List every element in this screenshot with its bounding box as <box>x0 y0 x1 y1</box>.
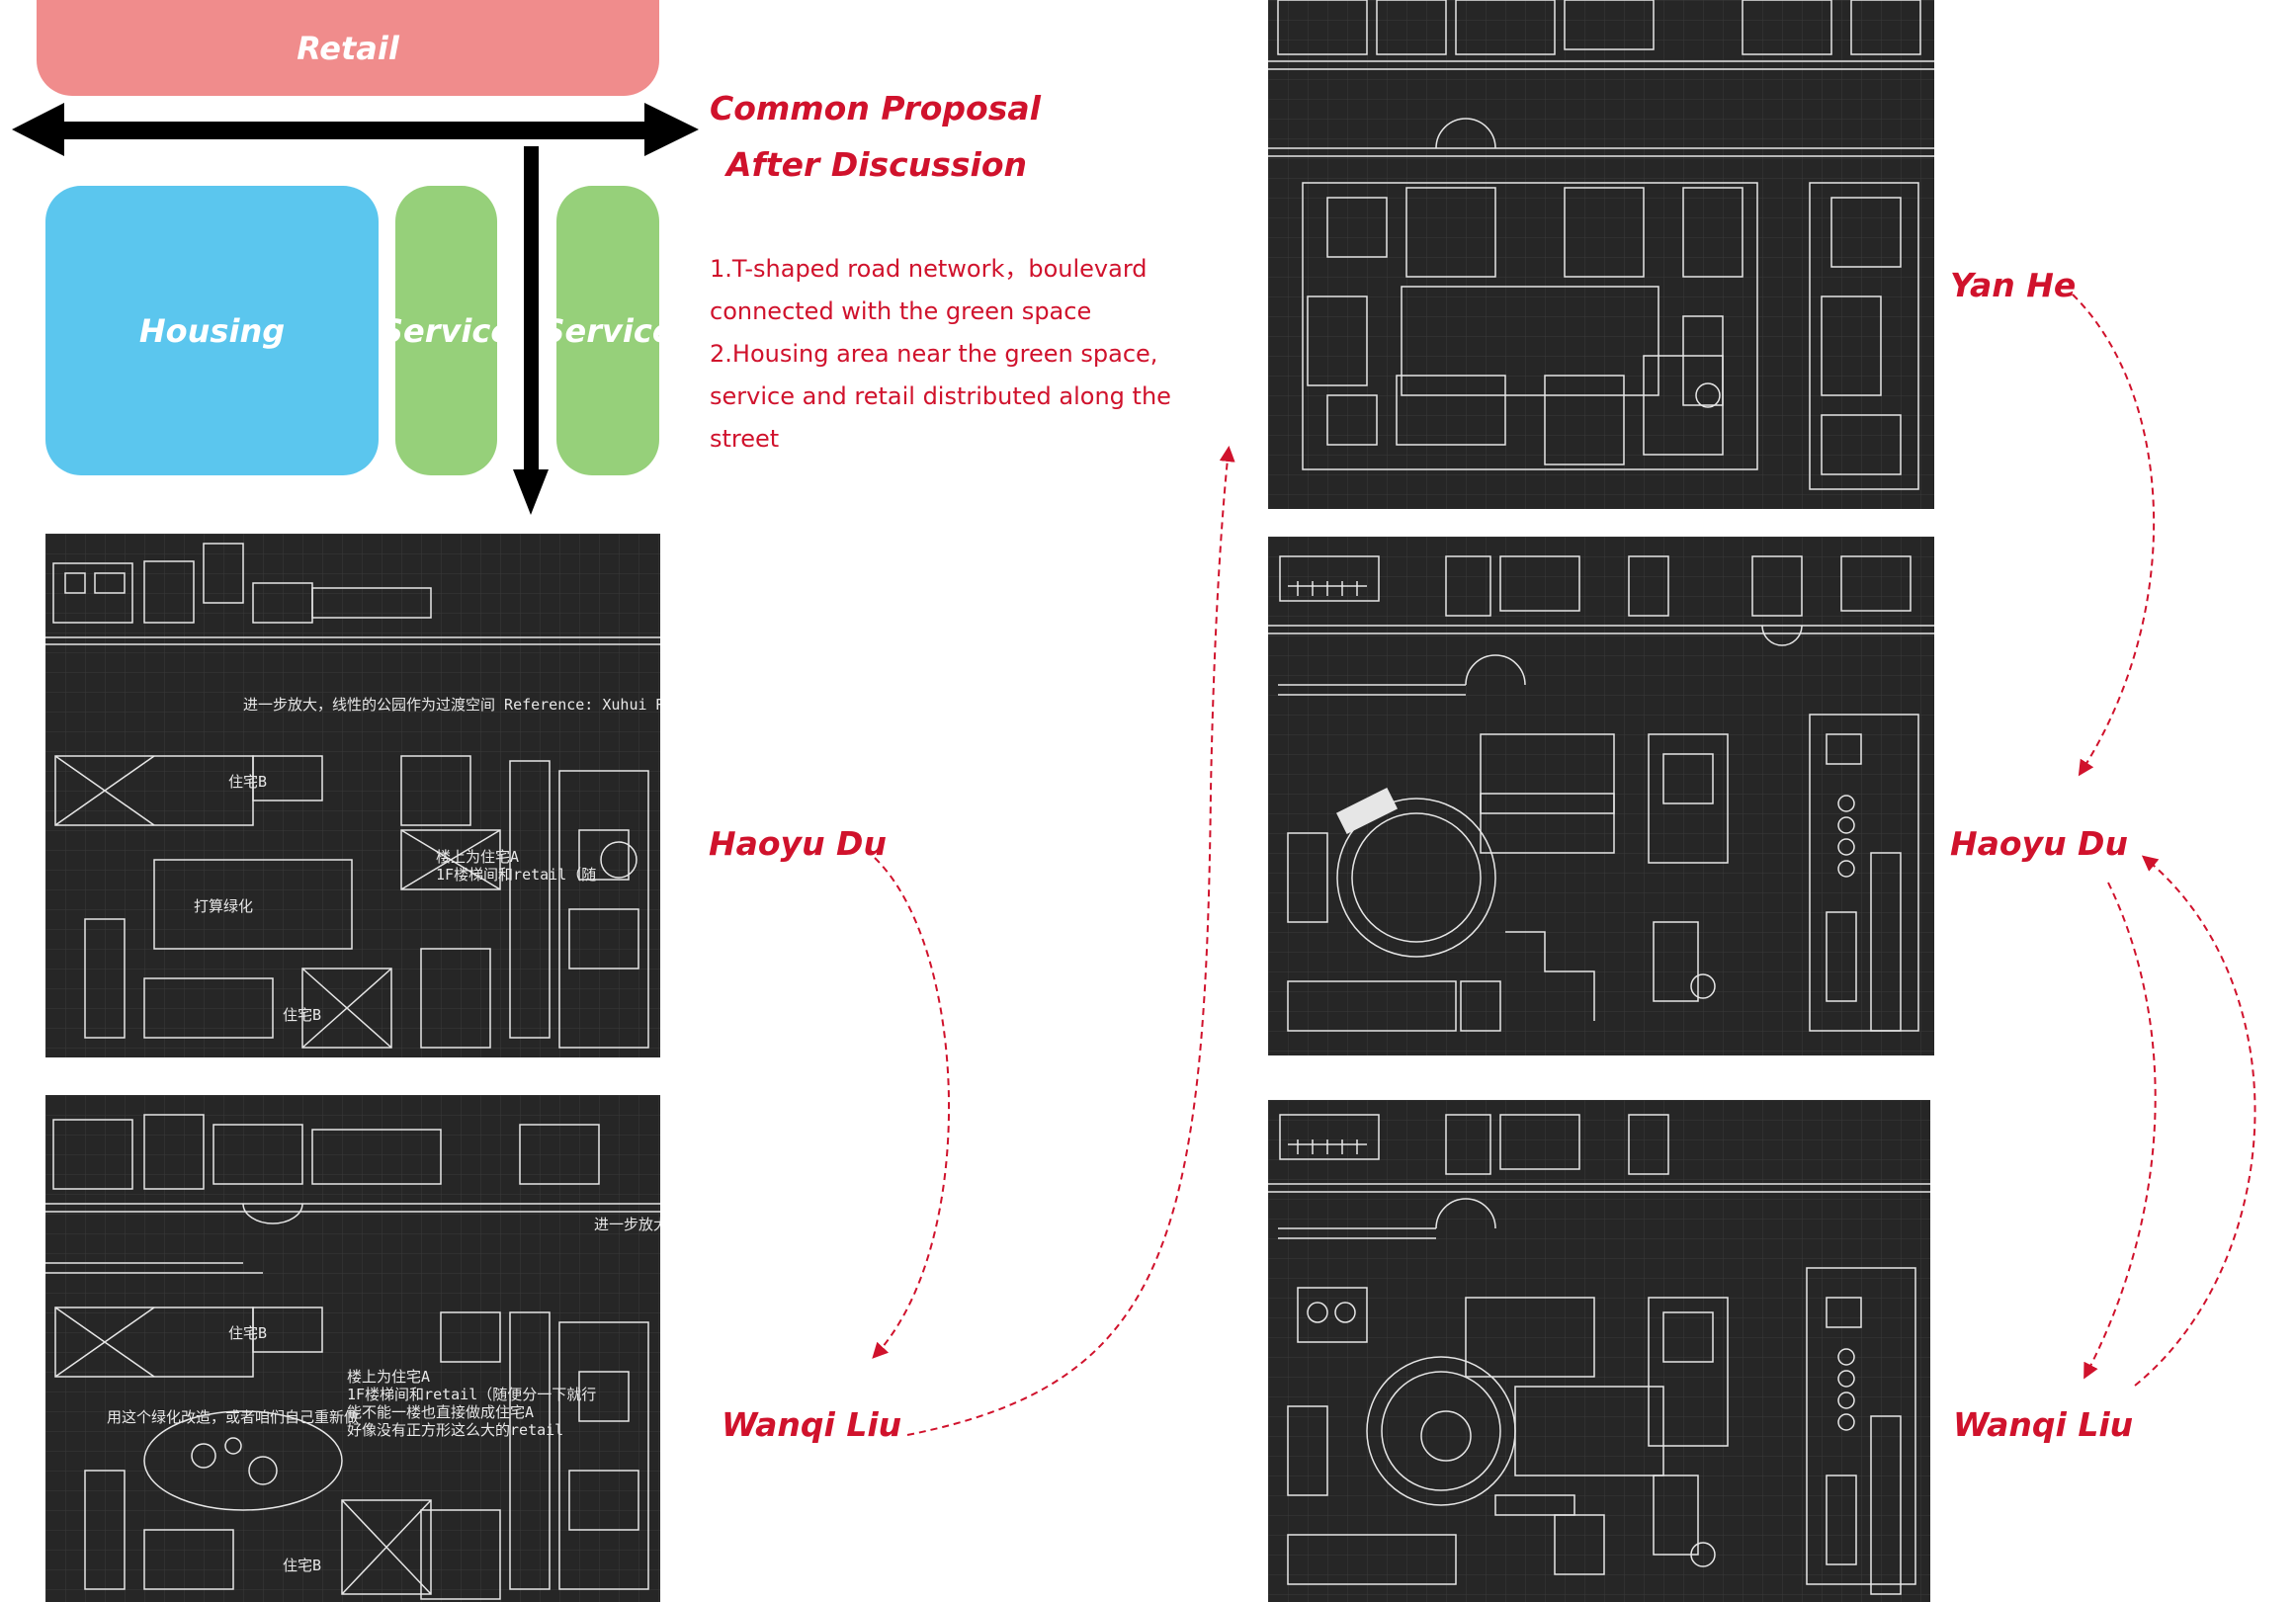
plan1-note-1: 进一步放大，线性的公园作为过渡空间 Reference: Xuhui Runwa… <box>243 696 660 714</box>
plan1-note-2: 住宅B <box>228 773 268 791</box>
plan1-note-4: 1F楼梯间和retail（随 <box>436 866 597 884</box>
proposal-title-line1: Common Proposal <box>710 89 1041 127</box>
plan2-note-6: 用这个绿化改造，或者咱们自己重新做 <box>107 1408 360 1426</box>
plan1-note-5: 打算绿化 <box>194 897 254 915</box>
proposal-title-line2: After Discussion <box>726 145 1027 184</box>
plan1-note-6: 住宅B <box>283 1006 322 1024</box>
name-right-middle: Haoyu Du <box>1950 824 2128 863</box>
service-zone-2: Service <box>542 186 674 475</box>
floor-plan-wanqi-liu-left: 进一步放大 住宅B 楼上为住宅A 1F楼梯间和retail（随便分一下就行 能不… <box>45 1095 660 1602</box>
plan2-note-5: 能不能一楼也直接做成住宅A <box>347 1403 535 1421</box>
floor-plan-wanqi-liu-right <box>1268 1100 1930 1602</box>
plan2-note-7: 好像没有正方形这么大的retail <box>347 1421 564 1439</box>
name-right-bottom: Wanqi Liu <box>1953 1405 2134 1444</box>
floor-plan-drawing <box>45 1095 660 1602</box>
floor-plan-yan-he <box>1268 0 1934 509</box>
plan2-note-1: 进一步放大 <box>594 1216 660 1233</box>
plan1-note-3: 楼上为住宅A <box>436 848 520 866</box>
floor-plan-drawing <box>45 534 660 1057</box>
arrow-haoyu-to-wanqi-left <box>872 857 951 1359</box>
service-label-2: Service <box>542 311 674 350</box>
note-line-4: service and retail distributed along the <box>710 382 1171 410</box>
arrow-wanqi-to-yanhe <box>906 446 1235 1436</box>
floor-plan-drawing <box>1268 1100 1930 1602</box>
note-line-5: street <box>710 425 780 453</box>
floor-plan-drawing <box>1268 537 1934 1055</box>
arrow-haoyu-to-wanqi-right <box>2083 882 2157 1380</box>
note-line-2: connected with the green space <box>710 297 1092 325</box>
arrow-yanhe-to-haoyu-right <box>2072 294 2156 777</box>
note-line-1: 1.T-shaped road network，boulevard <box>710 255 1148 283</box>
retail-label: Retail <box>297 29 399 67</box>
housing-zone: Housing <box>45 186 379 475</box>
plan2-note-8: 住宅B <box>283 1557 322 1574</box>
floor-plan-haoyu-du-left: 进一步放大，线性的公园作为过渡空间 Reference: Xuhui Runwa… <box>45 534 660 1057</box>
retail-zone: Retail <box>37 0 659 96</box>
service-label-1: Service <box>380 311 513 350</box>
arrow-wanqi-to-haoyu-right <box>2134 855 2256 1387</box>
street-arrow <box>513 146 549 515</box>
name-right-top: Yan He <box>1950 266 2077 304</box>
boulevard-arrow <box>12 103 699 156</box>
name-left-lower: Wanqi Liu <box>722 1405 902 1444</box>
road-network-arrows <box>12 103 699 515</box>
floor-plan-drawing <box>1268 0 1934 509</box>
housing-label: Housing <box>138 311 286 350</box>
plan2-note-4: 1F楼梯间和retail（随便分一下就行 <box>347 1386 597 1403</box>
note-line-3: 2.Housing area near the green space, <box>710 340 1158 368</box>
plan2-note-2: 住宅B <box>228 1324 268 1342</box>
plan2-note-3: 楼上为住宅A <box>347 1368 431 1386</box>
service-zone-1: Service <box>381 186 512 475</box>
name-left-upper: Haoyu Du <box>709 824 887 863</box>
proposal-notes: 1.T-shaped road network，boulevard connec… <box>710 248 1204 461</box>
floor-plan-haoyu-du-right <box>1268 537 1934 1055</box>
